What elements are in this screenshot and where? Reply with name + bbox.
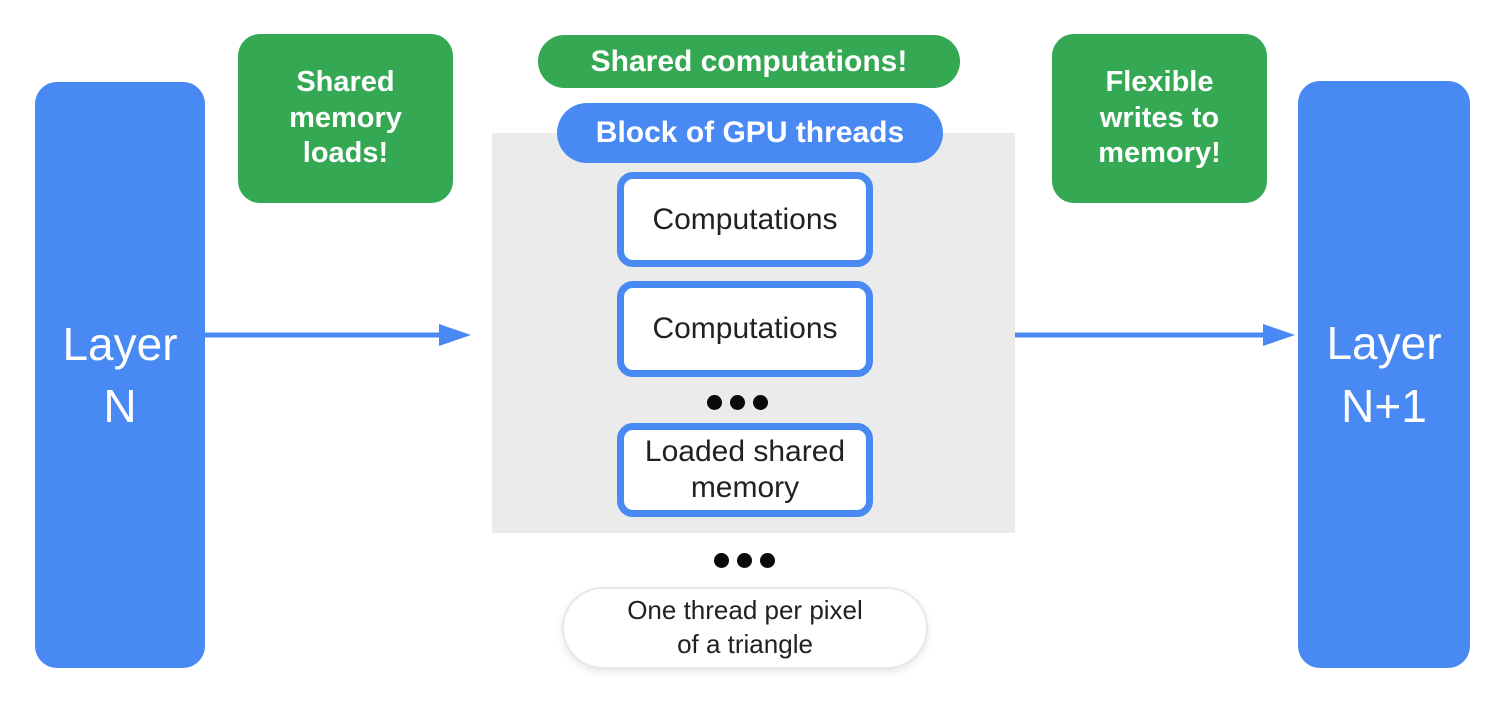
- arrow-block-to-layer-n1: [1015, 324, 1295, 346]
- dot-icon: [714, 553, 729, 568]
- arrow-layer-n-to-block: [203, 324, 471, 346]
- dot-icon: [737, 553, 752, 568]
- gpu-thread-block: Computations Computations Loaded shared …: [492, 133, 1015, 533]
- dot-icon: [707, 395, 722, 410]
- layer-n-plus-1-box: Layer N+1: [1298, 81, 1470, 668]
- computations-box-1: Computations: [617, 172, 873, 267]
- note-flexible-writes: Flexible writes to memory!: [1052, 34, 1267, 203]
- dot-icon: [730, 395, 745, 410]
- layer-n-box: Layer N: [35, 82, 205, 668]
- arrow-head-icon: [439, 324, 471, 346]
- ellipsis-dots-inner: [707, 395, 768, 410]
- note-shared-computations: Shared computations!: [538, 35, 960, 88]
- arrow-head-icon: [1263, 324, 1295, 346]
- dot-icon: [753, 395, 768, 410]
- footnote-one-thread-per-pixel: One thread per pixel of a triangle: [562, 587, 928, 669]
- loaded-shared-memory-box: Loaded shared memory: [617, 423, 873, 517]
- computations-box-2: Computations: [617, 281, 873, 377]
- note-shared-memory-loads: Shared memory loads!: [238, 34, 453, 203]
- ellipsis-dots-below: [714, 553, 775, 568]
- dot-icon: [760, 553, 775, 568]
- gpu-block-title: Block of GPU threads: [557, 103, 943, 163]
